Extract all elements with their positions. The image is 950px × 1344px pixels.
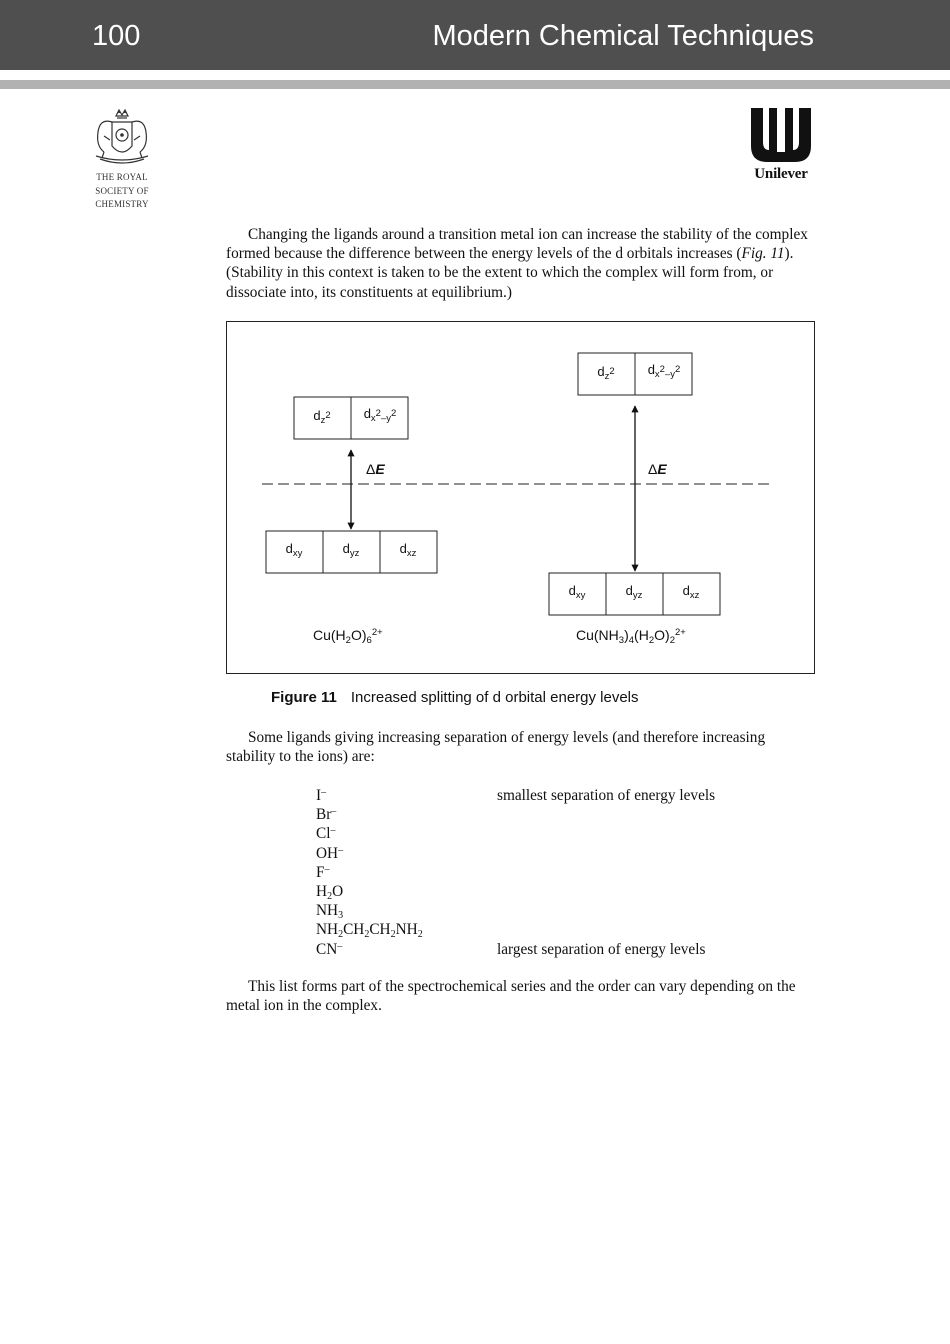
figure-caption-label: Figure 11 [271, 689, 337, 706]
ligand-formula: Cl– [316, 825, 336, 843]
unilever-u-icon [751, 108, 811, 162]
right-delta-e-label: ΔE [648, 461, 667, 477]
ligand-list-item: Br– [316, 805, 816, 824]
ligand-list-item: I– smallest separation of energy levels [316, 786, 816, 805]
left-dxz-label: dxz [399, 541, 417, 559]
ligand-formula: H2O [316, 882, 344, 902]
page-number: 100 [92, 20, 141, 52]
ligand-list-item: CN– largest separation of energy levels [316, 940, 816, 959]
ligand-formula: CN– [316, 940, 343, 958]
ligand-list-item: OH– [316, 844, 816, 863]
closing-paragraph: This list forms part of the spectrochemi… [226, 978, 796, 1015]
smallest-separation-note: smallest separation of energy levels [497, 787, 716, 804]
rsc-line-1: THE ROYAL [96, 172, 148, 182]
right-complex-formula: Cu(NH3)4(H2O)22+ [576, 627, 686, 646]
left-complex-formula: Cu(H2O)62+ [313, 627, 383, 646]
figure-reference: Fig. 11 [741, 245, 785, 263]
right-dxz-label: dxz [682, 583, 700, 601]
rsc-crest-icon [95, 108, 149, 164]
right-dyz-label: dyz [625, 583, 643, 601]
left-dx2y2-label: dx2–y2 [363, 406, 397, 424]
right-eg-box-dx2y2 [634, 352, 693, 396]
left-dxy-label: dxy [285, 541, 303, 559]
right-t2g-box-dxz [662, 572, 721, 616]
left-delta-e-label: ΔE [366, 461, 385, 477]
intro-text-end: ). (Stability in this context is taken t… [226, 245, 794, 301]
ligand-list-item: H2O [316, 882, 816, 902]
figure-caption-text: Increased splitting of d orbital energy … [350, 689, 639, 706]
intro-paragraph: Changing the ligands around a transition… [226, 225, 818, 302]
right-dxy-label: dxy [568, 583, 586, 601]
left-dz2-label: dz2 [313, 408, 331, 426]
left-eg-box-dx2y2 [350, 396, 409, 440]
ligand-formula: OH– [316, 844, 344, 862]
largest-separation-note: largest separation of energy levels [497, 940, 706, 958]
ligand-list-item: NH3 [316, 901, 816, 922]
ligand-formula: Br– [316, 806, 337, 824]
header-rule [0, 80, 950, 89]
orbital-splitting-diagram [262, 352, 772, 616]
ligand-list-item: F– [316, 863, 816, 882]
running-title: Modern Chemical Techniques [432, 20, 814, 52]
ligand-formula: F– [316, 863, 330, 881]
ligand-formula: NH2CH2CH2NH2 [316, 921, 423, 941]
rsc-line-3: CHEMISTRY [95, 199, 149, 209]
figure-11-diagram: dz2 dx2–y2 dxy dyz dxz ΔE dz2 dx2–y2 dxy… [226, 321, 815, 674]
rsc-wordmark: THE ROYAL SOCIETY OF CHEMISTRY [84, 171, 160, 212]
right-dx2y2-label: dx2–y2 [647, 362, 681, 380]
left-dyz-label: dyz [342, 541, 360, 559]
ligand-list-item: NH2CH2CH2NH2 [316, 920, 816, 941]
ligand-formula: NH3 [316, 902, 344, 922]
header-bar: 100 Modern Chemical Techniques [0, 0, 950, 70]
intro-text-start: Changing the ligands around a transition… [226, 226, 808, 263]
ligand-list-item: Cl– [316, 824, 816, 843]
ligand-intro-paragraph: Some ligands giving increasing separatio… [226, 729, 766, 766]
rsc-line-2: SOCIETY OF [95, 185, 149, 196]
unilever-wordmark: Unilever [754, 166, 808, 182]
unilever-logo: Unilever [744, 106, 818, 183]
rsc-logo: THE ROYAL SOCIETY OF CHEMISTRY [84, 106, 160, 212]
left-t2g-box-dxz [379, 530, 438, 574]
figure-caption: Figure 11 Increased splitting of d orbita… [271, 689, 639, 707]
right-dz2-label: dz2 [597, 364, 615, 382]
ligand-formula: I– [316, 787, 327, 804]
